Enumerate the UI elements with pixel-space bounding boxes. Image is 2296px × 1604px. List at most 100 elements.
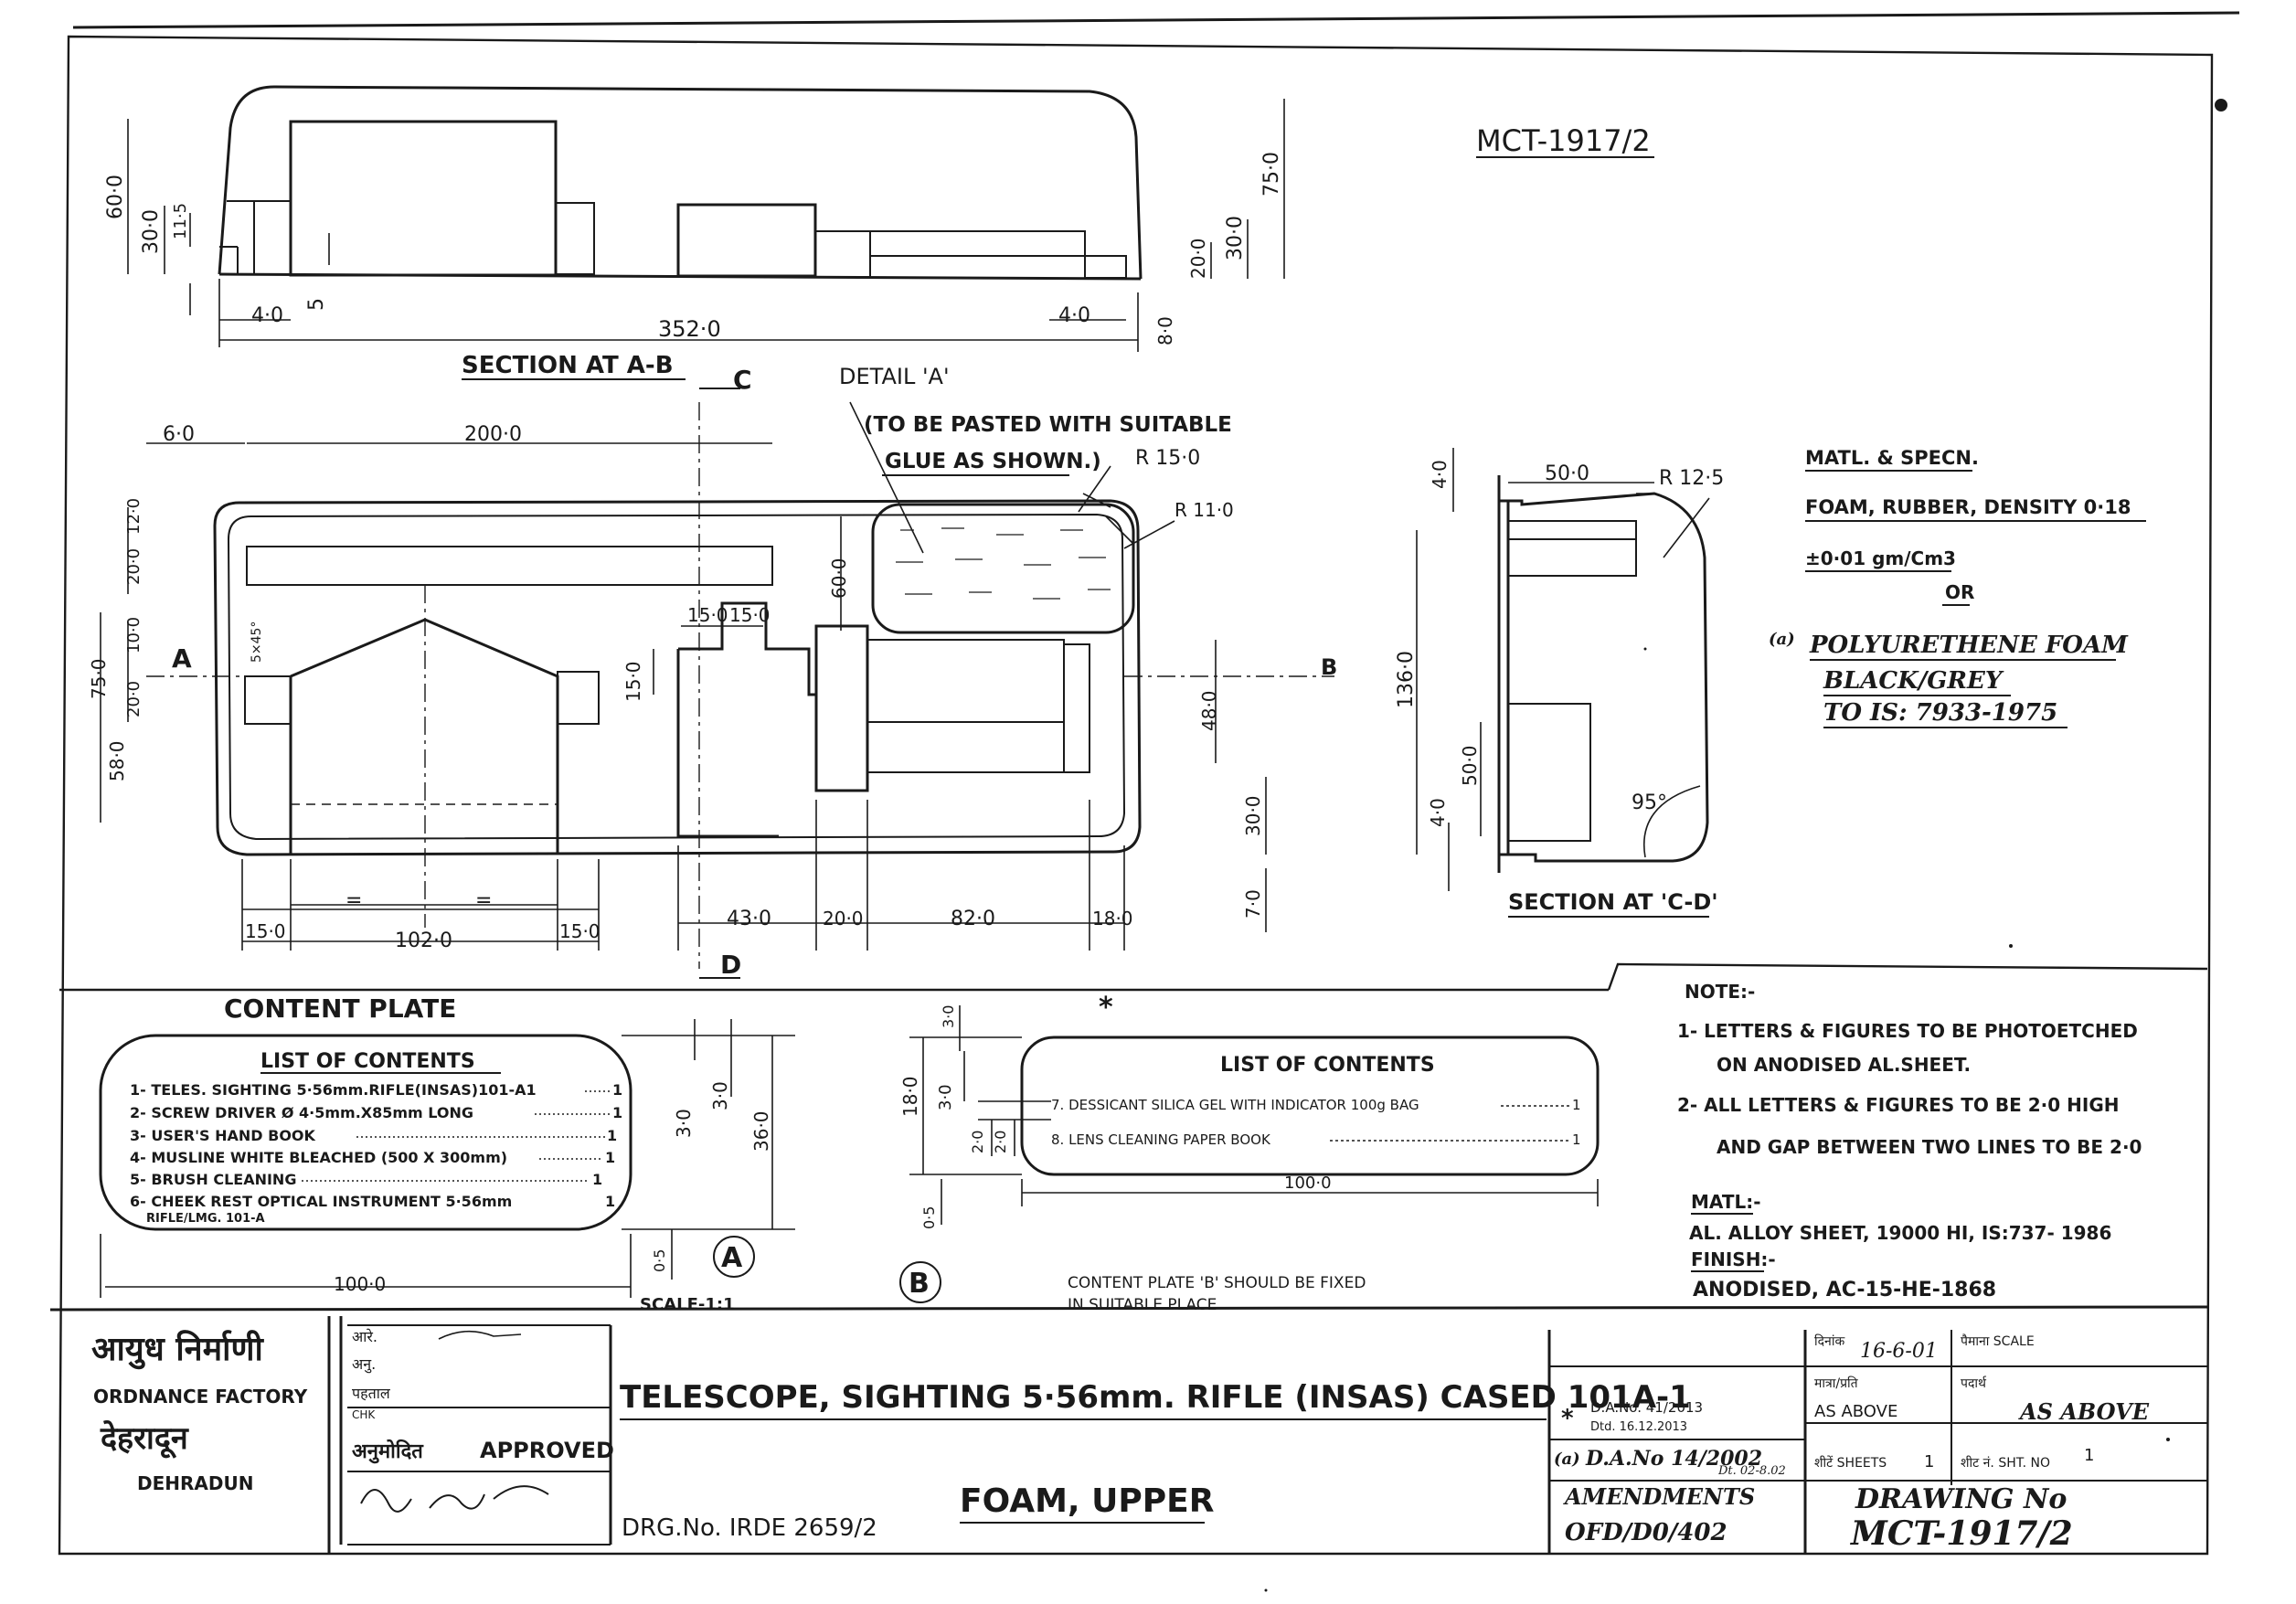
sheets-label: शीटें SHEETS <box>1814 1455 1887 1471</box>
plate-b-item-7: 7. DESSICANT SILICA GEL WITH INDICATOR 1… <box>1051 1097 1419 1113</box>
plate-a-item-6: 6- CHEEK REST OPTICAL INSTRUMENT 5·56mm <box>130 1193 512 1210</box>
plate-a-item-4-qty: 1 <box>605 1149 615 1166</box>
scale-value: AS ABOVE <box>2018 1398 2150 1425</box>
detail-a-note-line2: GLUE AS SHOWN.) <box>885 450 1101 473</box>
section-ab-view: 60·0 30·0 11·5 5 4·0 352·0 4·0 75·0 30·0… <box>104 85 1285 380</box>
dim-15-vert: 15·0 <box>622 661 644 702</box>
plate-a-scale: SCALE-1:1 <box>640 1295 735 1314</box>
dim-4-left: 4·0 <box>251 304 283 327</box>
plate-a-item-5: 5- BRUSH CLEANING <box>130 1171 296 1188</box>
plan-view: C D A B 200·0 6·0 12·0 20·0 10·0 20·0 75… <box>88 365 1337 980</box>
dim-30-right: 30·0 <box>1224 216 1247 260</box>
detail-a-note-line1: (TO BE PASTED WITH SUITABLE <box>864 413 1232 437</box>
matl-alt-line1: POLYURETHENE FOAM <box>1809 632 2129 659</box>
drawing-no-value: MCT-1917/2 <box>1849 1514 2073 1553</box>
dim-20-bottom: 20·0 <box>823 908 864 929</box>
part-name: FOAM, UPPER <box>960 1482 1214 1520</box>
plate-a-tag: A <box>721 1242 743 1274</box>
dim-60: 60·0 <box>104 175 127 219</box>
sheet-border <box>58 11 2240 1556</box>
dim-8: 8·0 <box>1154 316 1176 345</box>
material-spec: MATL. & SPECN. FOAM, RUBBER, DENSITY 0·1… <box>1769 447 2146 728</box>
dim-60-plan: 60·0 <box>828 558 850 599</box>
dim-352: 352·0 <box>658 316 721 342</box>
dim-82: 82·0 <box>951 908 995 930</box>
amendments-label: AMENDMENTS <box>1563 1483 1755 1510</box>
dim-43: 43·0 <box>727 908 771 930</box>
plate-a-item-1: 1- TELES. SIGHTING 5·56mm.RIFLE(INSAS)10… <box>130 1081 537 1099</box>
dim-102: 102·0 <box>395 929 452 952</box>
approved-english: APPROVED <box>480 1438 614 1463</box>
finish-value: ANODISED, AC-15-HE-1868 <box>1693 1279 1996 1301</box>
plate-b-dim-100: 100·0 <box>1284 1174 1332 1193</box>
plate-b-dim-2a: 2·0 <box>969 1131 986 1153</box>
dim-angle-95: 95° <box>1632 791 1667 814</box>
plate-b-fix-line2: IN SUITABLE PLACE <box>1068 1296 1217 1314</box>
dim-4-right: 4·0 <box>1058 304 1090 327</box>
dim-136: 136·0 <box>1395 651 1418 708</box>
city-english: DEHRADUN <box>137 1472 253 1494</box>
cut-a-label: A <box>172 643 192 674</box>
content-plate-a: CONTENT PLATE LIST OF CONTENTS 1- TELES.… <box>99 993 795 1314</box>
content-plate-heading: CONTENT PLATE <box>224 993 456 1024</box>
plate-b-dim-2b: 2·0 <box>992 1131 1009 1153</box>
dim-r12-5: R 12·5 <box>1659 467 1724 490</box>
dim-eq-1: = <box>345 889 362 912</box>
plate-a-item-3-qty: 1 <box>607 1127 617 1144</box>
note-2a: 2- ALL LETTERS & FIGURES TO BE 2·0 HIGH <box>1677 1094 2120 1116</box>
qty-label: मात्रा/प्रति <box>1814 1376 1859 1391</box>
dim-50-cd: 50·0 <box>1545 462 1589 485</box>
qty-value: AS ABOVE <box>1814 1402 1897 1421</box>
dim-6: 6·0 <box>163 423 195 446</box>
plate-b-tag: B <box>909 1268 930 1300</box>
notes-title: NOTE:- <box>1685 981 1755 1003</box>
drawing-title: TELESCOPE, SIGHTING 5·56mm. RIFLE (INSAS… <box>620 1379 1691 1416</box>
dim-15a: 15·0 <box>687 604 728 626</box>
dim-15-bottom-b: 15·0 <box>559 920 601 942</box>
dim-48: 48·0 <box>1198 690 1220 731</box>
amend-1b: Dtd. 16.12.2013 <box>1590 1420 1687 1434</box>
checked-short: CHK <box>352 1408 376 1421</box>
drawing-no-label: DRAWING No <box>1855 1483 2067 1515</box>
matl-alt-line2: BLACK/GREY <box>1823 667 2004 695</box>
section-ab-label: SECTION AT A-B <box>462 352 674 379</box>
dim-7: 7·0 <box>1242 889 1264 919</box>
ofd-reference: OFD/D0/402 <box>1565 1519 1727 1546</box>
detail-a-label: DETAIL 'A' <box>839 364 950 389</box>
plate-a-item-6-cont: RIFLE/LMG. 101-A <box>146 1212 265 1226</box>
matl-label: MATL:- <box>1691 1191 1761 1213</box>
plate-b-dim-3: 3·0 <box>936 1084 955 1110</box>
plate-b-dim-18: 18·0 <box>899 1076 921 1117</box>
scale-label: पैमाना SCALE <box>1961 1333 2035 1349</box>
matl-title: MATL. & SPECN. <box>1805 447 1979 469</box>
drawn-hindi: आरे. <box>352 1328 377 1345</box>
plate-b-dim-3-top: 3·0 <box>940 1005 957 1028</box>
dim-58: 58·0 <box>106 740 128 781</box>
approved-hindi: अनुमोदित <box>352 1439 424 1464</box>
cut-d-label: D <box>720 950 741 980</box>
dim-200: 200·0 <box>464 423 522 446</box>
section-cd-label: SECTION AT 'C-D' <box>1508 889 1718 915</box>
plate-a-item-2-qty: 1 <box>612 1104 622 1121</box>
plate-a-item-1-qty: 1 <box>612 1081 622 1099</box>
plate-a-dim-3b: 3·0 <box>709 1081 731 1110</box>
cut-c-label: C <box>733 365 752 395</box>
cut-b-label: B <box>1321 654 1337 680</box>
matl-alt-marker: (a) <box>1769 630 1795 649</box>
plate-b-item-8-qty: 1 <box>1572 1131 1581 1148</box>
content-plate-b: * LIST OF CONTENTS 7. DESSICANT SILICA G… <box>899 992 1600 1314</box>
amend-star: * <box>1561 1405 1574 1432</box>
dim-4-bot-cd: 4·0 <box>1427 798 1449 827</box>
matl-line2: ±0·01 gm/Cm3 <box>1805 547 1956 569</box>
dim-12: 12·0 <box>124 498 144 535</box>
city-hindi: देहरादून <box>100 1419 189 1459</box>
amend-1a: D.A.No. 41/2013 <box>1590 1399 1703 1416</box>
notes-block: NOTE:- 1- LETTERS & FIGURES TO BE PHOTOE… <box>1677 981 2142 1301</box>
dim-eq-2: = <box>475 889 492 912</box>
plate-a-dim-3a: 3·0 <box>673 1109 695 1138</box>
date-label: दिनांक <box>1814 1333 1844 1349</box>
dim-chamfer: 5×45° <box>250 621 264 663</box>
org-english: ORDNANCE FACTORY <box>93 1386 308 1407</box>
note-2b: AND GAP BETWEEN TWO LINES TO BE 2·0 <box>1717 1136 2142 1158</box>
